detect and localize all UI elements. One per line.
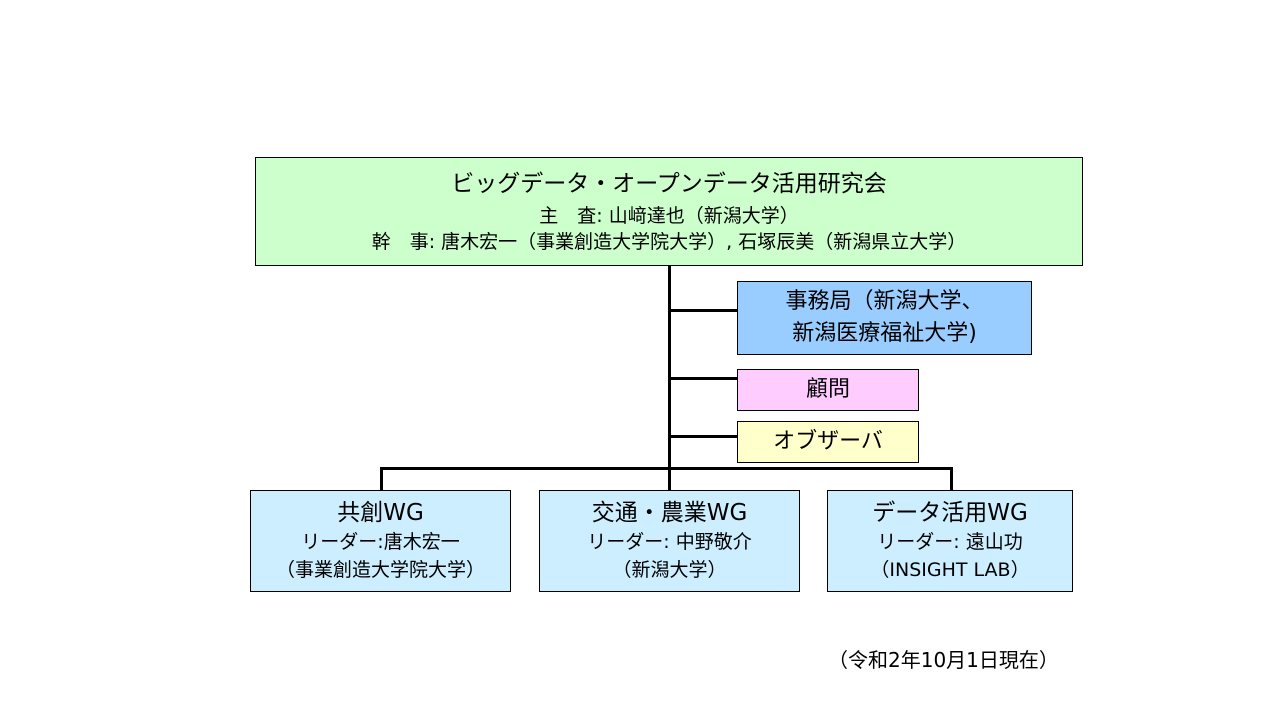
wg-box-data-utilization: データ活用WG リーダー: 遠山功 （INSIGHT LAB） xyxy=(827,490,1073,592)
advisor-box: 顧問 xyxy=(737,369,919,411)
secretariat-box: 事務局（新潟大学、 新潟医療福祉大学) xyxy=(737,281,1032,355)
observer-label: オブザーバ xyxy=(773,429,883,454)
wg-leader: リーダー: 遠山功 xyxy=(877,531,1023,553)
wg-name: データ活用WG xyxy=(872,500,1028,526)
wg-box-cocreation: 共創WG リーダー:唐木宏一 （事業創造大学院大学） xyxy=(250,490,511,592)
secretariat-line-2: 新潟医療福祉大学) xyxy=(792,321,977,346)
branch-observer-line xyxy=(668,435,737,438)
secretariat-line-1: 事務局（新潟大学、 xyxy=(785,289,984,314)
branch-advisor-line xyxy=(668,377,737,380)
secretaries-text: 幹 事: 唐木宏一（事業創造大学院大学）, 石塚辰美（新潟県立大学） xyxy=(371,230,967,253)
wg-leader: リーダー: 中野敬介 xyxy=(587,531,752,553)
research-group-title: ビッグデータ・オープンデータ活用研究会 xyxy=(451,170,887,197)
wg-horizontal-line xyxy=(380,467,953,470)
as-of-date-note: （令和2年10月1日現在） xyxy=(828,648,1059,672)
wg2-drop-line xyxy=(668,467,671,490)
observer-box: オブザーバ xyxy=(737,421,919,463)
wg-affiliation: （事業創造大学院大学） xyxy=(275,559,485,581)
research-group-box: ビッグデータ・オープンデータ活用研究会 主 査: 山﨑達也（新潟大学） 幹 事:… xyxy=(255,157,1083,266)
wg-name: 共創WG xyxy=(337,500,424,526)
advisor-label: 顧問 xyxy=(805,377,850,402)
wg-name: 交通・農業WG xyxy=(591,500,748,526)
wg-leader: リーダー:唐木宏一 xyxy=(301,531,460,553)
wg-box-transport-agriculture: 交通・農業WG リーダー: 中野敬介 （新潟大学） xyxy=(539,490,800,592)
branch-secretariat-line xyxy=(668,309,737,312)
wg-affiliation: （新潟大学） xyxy=(612,559,727,581)
chief-examiner-text: 主 査: 山﨑達也（新潟大学） xyxy=(539,204,799,227)
wg3-drop-line xyxy=(950,467,953,490)
trunk-line xyxy=(668,266,671,469)
wg1-drop-line xyxy=(380,467,383,490)
wg-affiliation: （INSIGHT LAB） xyxy=(870,559,1030,581)
